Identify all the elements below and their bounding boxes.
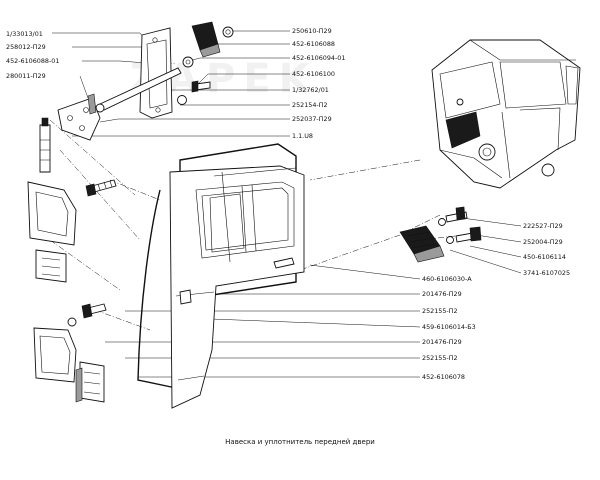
part-label: 452-6106078 [422, 373, 465, 381]
part-label: 1.1.U8 [292, 132, 313, 140]
part-label: 452-6106088-01 [6, 57, 59, 65]
part-label: 3741-6107025 [523, 269, 570, 277]
part-label: 460-6106030-А [422, 275, 472, 283]
part-label: 450-6106114 [523, 253, 566, 261]
leader-lines-right [72, 30, 522, 378]
upper-hinge [27, 181, 77, 283]
part-label: 252154-П2 [292, 101, 328, 109]
screw-lower [446, 226, 482, 244]
door-check-rod [95, 67, 182, 113]
part-label: 1/33013/01 [6, 30, 43, 38]
part-label: 459-6106014-Б3 [422, 323, 476, 331]
check-stop-block [191, 21, 234, 58]
part-label: 452-6106094-01 [292, 54, 345, 62]
labels-right: 250610-П29 452-6106088 452-6106094-01 45… [292, 27, 570, 381]
part-label: 452-6106088 [292, 40, 335, 48]
bolt-lower-hinge [67, 303, 107, 327]
part-label: 1/32762/01 [292, 86, 329, 94]
labels-left: 1/33013/01 258012-П29 452-6106088-01 280… [6, 30, 59, 80]
part-label: 252155-П2 [422, 354, 458, 362]
part-label: 252155-П2 [422, 307, 458, 315]
lower-hinge [33, 327, 105, 403]
part-label: 252037-П29 [292, 115, 332, 123]
screw-upper [438, 206, 468, 226]
part-label: 201476-П29 [422, 338, 462, 346]
part-label: 452-6106100 [292, 70, 335, 78]
hinge-plate-upper [57, 93, 101, 141]
interior-handle [399, 225, 445, 263]
diagram-caption: Навеска и уплотнитель передней двери [225, 438, 375, 446]
bolt-upper-hinge [85, 179, 117, 197]
part-label: 280011-П29 [6, 72, 46, 80]
check-roller [177, 56, 194, 105]
hinge-pin [39, 117, 51, 173]
part-label: 250610-П29 [292, 27, 332, 35]
part-label: 258012-П29 [6, 43, 46, 51]
vehicle-cab [431, 39, 581, 189]
part-label: 201476-П29 [422, 290, 462, 298]
part-label: 222527-П29 [523, 222, 563, 230]
window-regulator-detail [213, 167, 297, 263]
bolt-small [191, 80, 211, 93]
front-door [169, 165, 305, 409]
part-label: 252004-П29 [523, 238, 563, 246]
